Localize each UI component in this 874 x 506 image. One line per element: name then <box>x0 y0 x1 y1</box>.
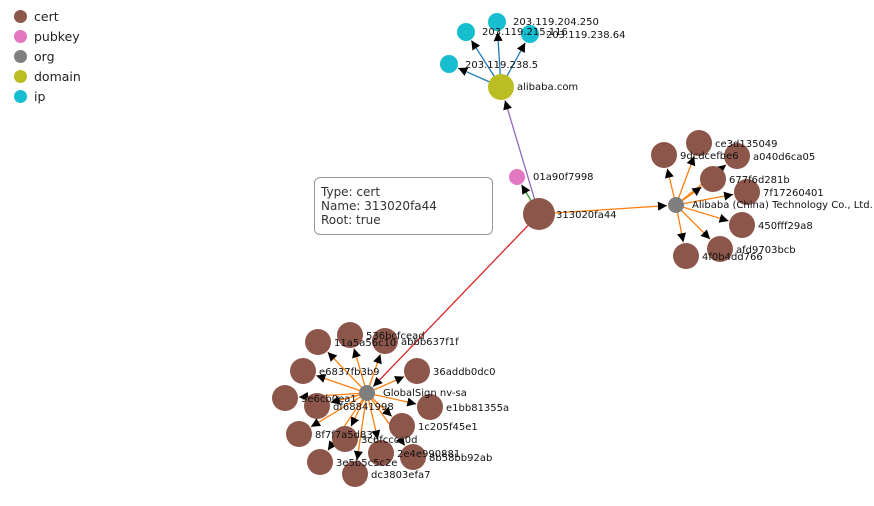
edge-org-cert <box>675 191 734 206</box>
ip-node-203-119-204-250[interactable] <box>488 13 506 31</box>
node-label: 203.119.215.116 <box>482 27 568 38</box>
edge-cert-cert <box>372 213 540 387</box>
node-label: 4f0b4dd766 <box>702 252 763 263</box>
legend-item-domain: domain <box>14 66 81 86</box>
cert-node-e6837fb3b9[interactable] <box>290 358 316 384</box>
org-node-alibaba-china-technology-co-ltd[interactable] <box>668 197 684 213</box>
cert-node-1c205f45e1[interactable] <box>389 413 415 439</box>
org-swatch-icon <box>14 49 27 63</box>
node-label: 1c205f45e1 <box>418 422 478 433</box>
node-label: 7f17260401 <box>763 188 824 199</box>
cert-swatch-icon <box>14 9 27 23</box>
cert-node-afd9703bcb[interactable] <box>707 236 733 262</box>
cert-node-ce3d135049[interactable] <box>686 130 712 156</box>
node-label: 8f7f7a5d83 <box>315 430 373 441</box>
pubkey-node-01a90f7998[interactable] <box>509 169 525 185</box>
cert-node-11a5a56c10[interactable] <box>305 329 331 355</box>
cert-node-df68841998[interactable] <box>304 393 330 419</box>
legend-item-org: org <box>14 46 81 66</box>
ip-swatch-icon <box>14 89 27 103</box>
ip-node-203-119-238-64[interactable] <box>521 25 539 43</box>
node-label: 8b58bb92ab <box>429 453 492 464</box>
node-label: 36addb0dc0 <box>433 367 495 378</box>
node-label: GlobalSign nv-sa <box>383 388 467 399</box>
node-label: dc3803efa7 <box>371 470 430 481</box>
cert-node-9dcdcefbe6[interactable] <box>651 142 677 168</box>
legend-label: cert <box>34 8 59 24</box>
cert-node-677f6d281b[interactable] <box>700 166 726 192</box>
cert-node-dc3803efa7[interactable] <box>342 461 368 487</box>
cert-node-3e5b5c5c2e[interactable] <box>307 449 333 475</box>
legend-label: ip <box>34 88 46 104</box>
edge-org-cert <box>327 351 368 394</box>
node-label: a040d6ca05 <box>753 152 815 163</box>
tooltip-name: Name: 313020fa44 <box>321 199 437 213</box>
cert-node-9e6cb0ea1[interactable] <box>272 385 298 411</box>
node-label: 11a5a56c10 <box>334 338 396 349</box>
node-label: abbb637f1f <box>401 337 459 348</box>
cert-node-4f0b4dd766[interactable] <box>673 243 699 269</box>
node-label: df68841998 <box>333 402 394 413</box>
node-label: 313020fa44 <box>556 210 617 221</box>
cert-node-2e4e990881[interactable] <box>368 440 394 466</box>
ip-node-203-119-238-5[interactable] <box>440 55 458 73</box>
edge-org-cert <box>316 374 368 394</box>
cert-node-536bcfcead[interactable] <box>337 322 363 348</box>
edge-cert-org <box>538 201 668 215</box>
domain-node-alibaba-com[interactable] <box>488 74 514 100</box>
node-label: 01a90f7998 <box>533 172 594 183</box>
legend-item-cert: cert <box>14 6 81 26</box>
node-label: 9e6cb0ea1 <box>301 394 357 405</box>
edge-org-cert <box>675 155 696 206</box>
domain-swatch-icon <box>14 69 27 83</box>
node-label: 9dcdcefbe6 <box>680 151 739 162</box>
node-label: e6837fb3b9 <box>319 367 380 378</box>
nodes-layer <box>272 13 760 487</box>
node-label: alibaba.com <box>517 82 578 93</box>
legend-label: org <box>34 48 55 64</box>
node-label: 3e5b5c5c2e <box>336 458 397 469</box>
cert-node-8f7f7a5d83[interactable] <box>286 421 312 447</box>
cert-node-450fff29a8[interactable] <box>729 212 755 238</box>
node-tooltip: Type: cert Name: 313020fa44 Root: true <box>314 177 493 235</box>
edge-org-cert <box>310 392 368 428</box>
edge-cert-domain <box>503 100 540 215</box>
node-label: ce3d135049 <box>715 139 778 150</box>
edge-org-cert <box>675 204 729 223</box>
node-label: 203.119.238.5 <box>465 60 538 71</box>
org-node-globalsign-nv-sa[interactable] <box>359 385 375 401</box>
ip-node-203-119-215-116[interactable] <box>457 23 475 41</box>
node-label: 450fff29a8 <box>758 221 813 232</box>
edge-org-cert <box>366 392 417 407</box>
node-label: 677f6d281b <box>729 175 790 186</box>
node-label: afd9703bcb <box>736 245 796 256</box>
legend-label: domain <box>34 68 81 84</box>
node-label: Alibaba (China) Technology Co., Ltd. <box>692 200 873 211</box>
cert-node-3c6fcccc0d[interactable] <box>332 426 358 452</box>
pubkey-swatch-icon <box>14 29 27 43</box>
cert-node-7f17260401[interactable] <box>734 179 760 205</box>
cert-node-313020fa44[interactable] <box>523 198 555 230</box>
legend: cert pubkey org domain ip <box>14 6 81 106</box>
legend-item-pubkey: pubkey <box>14 26 81 46</box>
edge-org-cert <box>353 392 368 461</box>
node-label: e1bb81355a <box>446 403 509 414</box>
cert-node-a040d6ca05[interactable] <box>724 143 750 169</box>
node-label: 2e4e990881 <box>397 449 460 460</box>
cert-node-e1bb81355a[interactable] <box>417 394 443 420</box>
node-label: 536bcfcead <box>366 331 425 342</box>
legend-label: pubkey <box>34 28 80 44</box>
edge-org-cert <box>675 204 711 240</box>
labels-layer: 313020fa44 01a90f7998 alibaba.com 203.119.2… <box>301 17 873 481</box>
node-label: 203.119.204.250 <box>513 17 599 28</box>
node-label: 203.119.238.64 <box>546 30 626 41</box>
tooltip-type: Type: cert <box>321 185 381 199</box>
tooltip-root: Root: true <box>321 213 381 227</box>
legend-item-ip: ip <box>14 86 81 106</box>
node-label: 3c6fcccc0d <box>361 435 417 446</box>
cert-node-36addb0dc0[interactable] <box>404 358 430 384</box>
cert-node-abbb637f1f[interactable] <box>372 328 398 354</box>
cert-node-8b58bb92ab[interactable] <box>400 444 426 470</box>
